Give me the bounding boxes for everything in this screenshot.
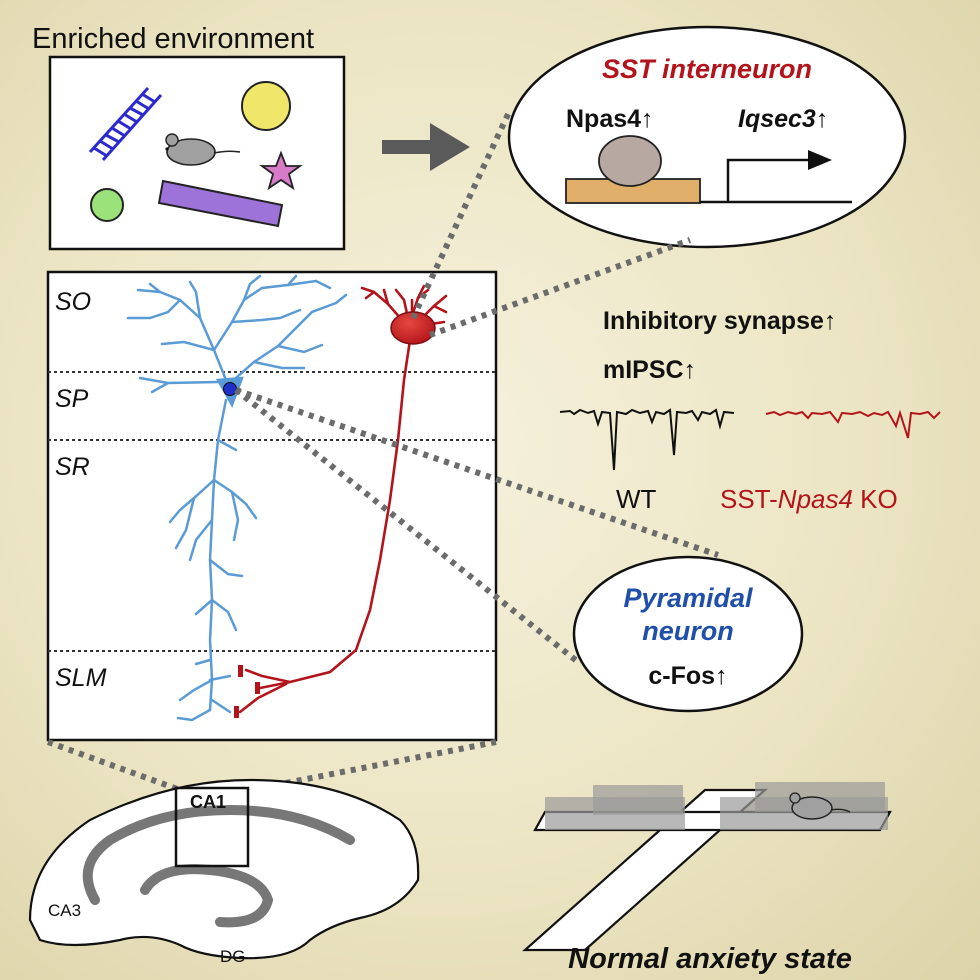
outcome-label: Normal anxiety state — [568, 943, 852, 975]
hippocampus-outline: CA1 CA3 DG — [28, 778, 420, 966]
purple-bar-icon — [157, 179, 284, 228]
yellow-ball-icon — [241, 81, 291, 131]
mipsc-label: mIPSC↑ — [603, 356, 696, 384]
ca3-label: CA3 — [48, 901, 81, 920]
elevated-plus-maze — [522, 782, 892, 952]
star-icon — [259, 150, 303, 191]
green-ball-icon — [90, 188, 124, 222]
layer-sr-label: SR — [55, 453, 90, 481]
layer-sp-label: SP — [55, 385, 89, 413]
iqsec3-label: Iqsec3↑ — [738, 105, 828, 133]
wt-mipsc-trace — [559, 408, 735, 471]
ko-label: SST-Npas4 KO — [720, 484, 898, 514]
ko-mipsc-trace — [765, 409, 941, 439]
sst-interneuron-title: SST interneuron — [602, 54, 812, 84]
enriched-environment-box — [48, 55, 346, 251]
layer-so-label: SO — [55, 288, 91, 316]
ca1-region-box — [174, 786, 250, 868]
wt-label: WT — [616, 484, 657, 514]
sst-soma — [390, 311, 436, 345]
ca1-layer-box: SO SP SR SLM — [46, 270, 498, 742]
ladder-icon — [88, 86, 163, 161]
npas4-label: Npas4↑ — [566, 105, 654, 133]
cfos-label: c-Fos↑ — [648, 662, 727, 690]
right-arrow-icon — [382, 123, 470, 171]
mouse-in-maze-icon — [789, 792, 851, 820]
dotted-connector-lines — [46, 108, 719, 793]
pyramidal-neuron-drawing — [126, 274, 348, 722]
pyramidal-title-line1: Pyramidal — [623, 583, 753, 613]
pyramidal-neuron-bubble: Pyramidal neuron c-Fos↑ — [572, 555, 804, 713]
mouse-icon — [165, 133, 241, 166]
dg-label: DG — [220, 947, 246, 966]
axon-terminal-boutons — [234, 665, 260, 718]
pyramidal-soma-nucleus — [223, 382, 237, 396]
layer-slm-label: SLM — [55, 664, 107, 692]
pyramidal-title-line2: neuron — [642, 616, 734, 646]
enriched-environment-title: Enriched environment — [32, 23, 314, 55]
ca1-label: CA1 — [190, 792, 226, 812]
sst-interneuron-bubble: SST interneuron Npas4↑ Iqsec3↑ — [507, 25, 907, 249]
inhibitory-synapse-label: Inhibitory synapse↑ — [603, 307, 836, 335]
transcription-start-arrow — [726, 150, 832, 202]
npas4-protein — [598, 135, 662, 187]
